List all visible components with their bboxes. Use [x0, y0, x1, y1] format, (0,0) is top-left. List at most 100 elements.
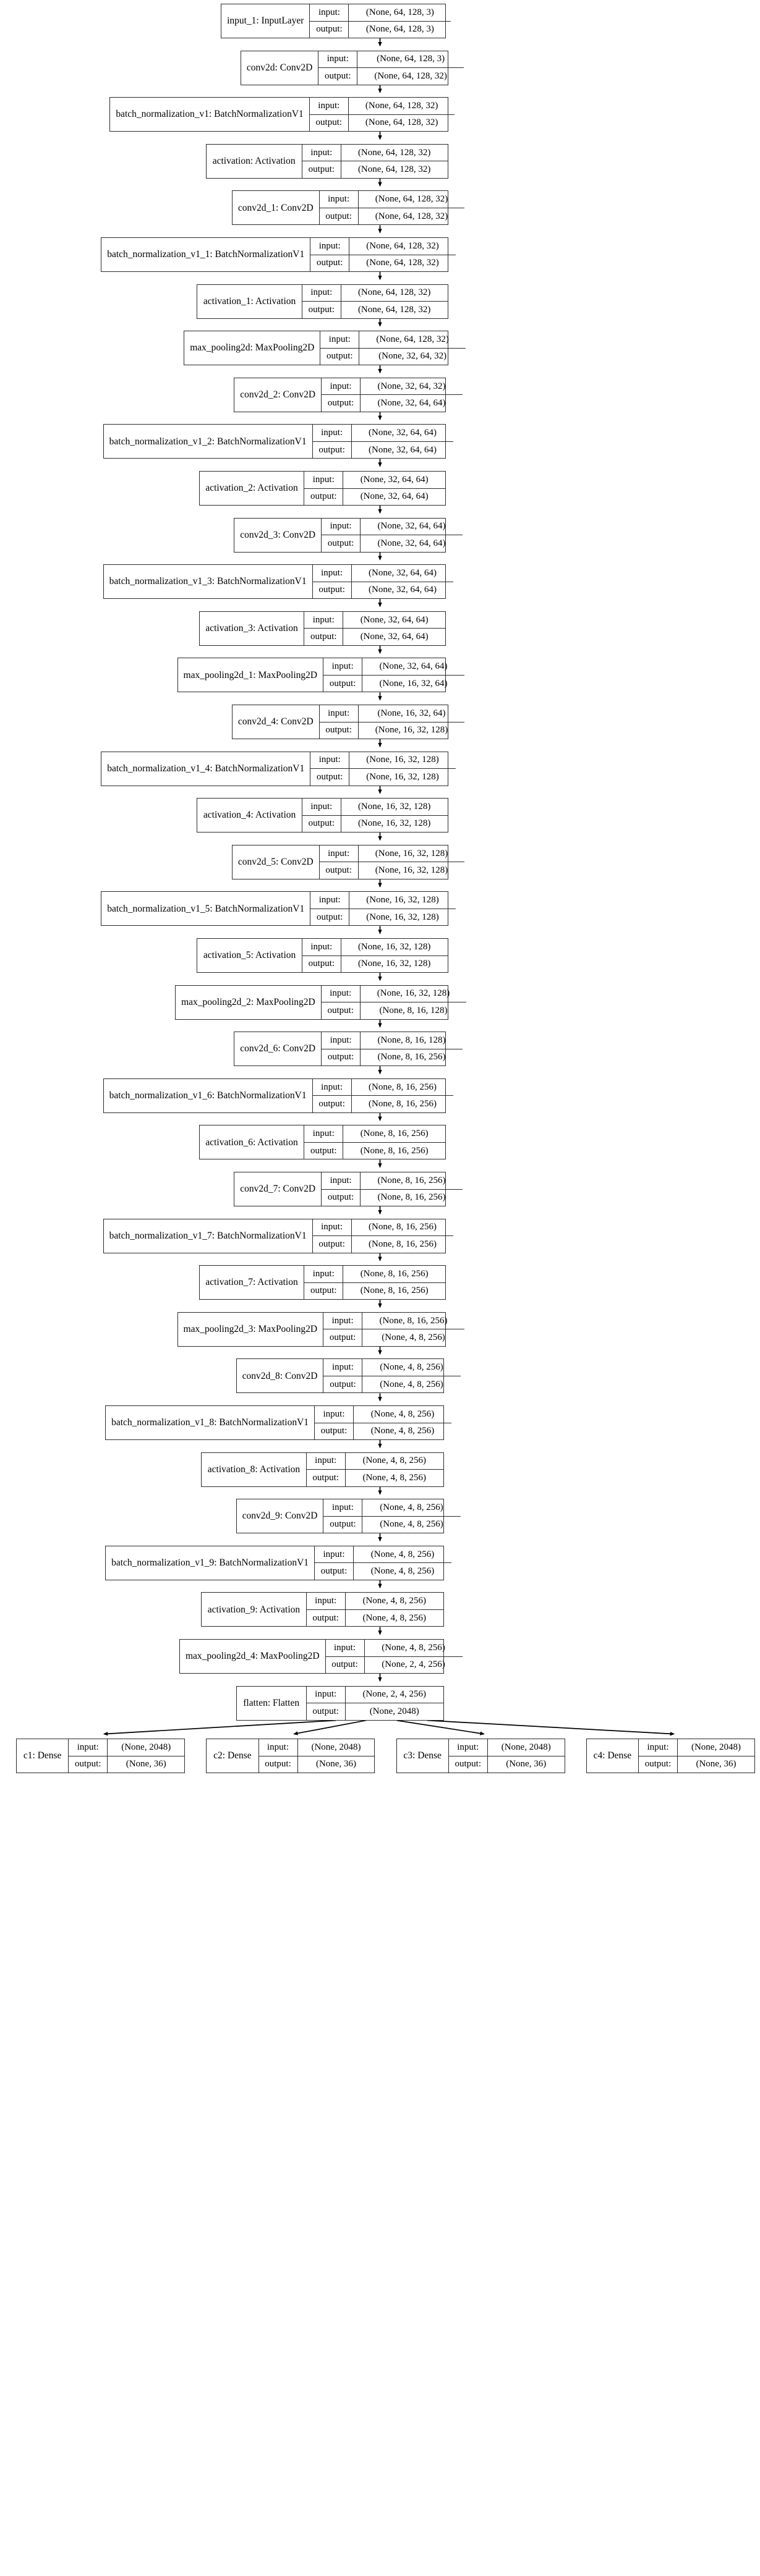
edge-flatten-to-c2 — [293, 1719, 367, 1735]
edge-flatten-to-c3 — [396, 1719, 485, 1735]
layer-input-row: input:(None, 32, 64, 64) — [313, 425, 454, 441]
layer-name: activation_7: Activation — [205, 1277, 298, 1288]
layer-output-row: output:(None, 32, 64, 64) — [312, 441, 454, 459]
layer-name: batch_normalization_v1_4: BatchNormaliza… — [107, 763, 305, 774]
layer-input-label: input: — [267, 1742, 289, 1752]
layer-output-label: output: — [318, 444, 345, 455]
layer-output-row: output:(None, 32, 64, 64) — [322, 535, 463, 552]
layer-input-row: input:(None, 4, 8, 256) — [315, 1546, 451, 1563]
layer-input-shape: (None, 4, 8, 256) — [364, 1640, 463, 1656]
layer-node-batch_normalization_v1_3[interactable]: batch_normalization_v1_3: BatchNormaliza… — [103, 564, 454, 600]
layer-node-batch_normalization_v1_1[interactable]: batch_normalization_v1_1: BatchNormaliza… — [101, 237, 456, 272]
layer-io-table: input:(None, 4, 8, 256)output:(None, 4, … — [314, 1546, 452, 1580]
layer-io-table: input:(None, 32, 64, 64)output:(None, 32… — [312, 425, 454, 459]
layer-input-row: input:(None, 16, 32, 128) — [322, 985, 467, 1002]
layer-input-row: input:(None, 64, 128, 3) — [318, 51, 464, 68]
layer-io-table: input:(None, 2048)output:(None, 36) — [638, 1739, 754, 1773]
layer-io-table: input:(None, 32, 64, 64)output:(None, 16… — [323, 658, 464, 692]
layer-output-label: output: — [325, 865, 352, 876]
layer-io-table: input:(None, 8, 16, 256)output:(None, 8,… — [304, 1125, 446, 1159]
layer-node-batch_normalization_v1_8[interactable]: batch_normalization_v1_8: BatchNormaliza… — [105, 1405, 452, 1440]
layer-input-shape: (None, 32, 64, 64) — [351, 565, 454, 582]
layer-input-row: input:(None, 64, 128, 32) — [320, 191, 465, 208]
layer-input-shape: (None, 64, 128, 32) — [357, 191, 465, 208]
layer-input-row: input:(None, 8, 16, 256) — [313, 1078, 454, 1096]
layer-output-label: output: — [318, 1239, 345, 1249]
layer-output-label: output: — [75, 1759, 101, 1769]
layer-input-row: input:(None, 16, 32, 128) — [302, 939, 448, 955]
layer-output-row: output:(None, 64, 128, 32) — [319, 207, 465, 225]
layer-io-table: input:(None, 4, 8, 256)output:(None, 4, … — [323, 1499, 461, 1533]
layer-output-shape: (None, 64, 128, 32) — [348, 114, 455, 132]
layer-output-label: output: — [308, 304, 335, 315]
layer-output-label: output: — [316, 912, 343, 922]
layer-name: conv2d: Conv2D — [246, 62, 313, 73]
layer-output-shape: (None, 16, 32, 128) — [340, 955, 448, 972]
layer-node-activation_7[interactable]: activation_7: Activation input: (None, 8, … — [199, 1265, 446, 1300]
layer-node-batch_normalization_v1_9[interactable]: batch_normalization_v1_9: BatchNormaliza… — [105, 1545, 452, 1580]
layer-input-shape: (None, 4, 8, 256) — [353, 1406, 451, 1423]
layer-node-conv2d[interactable]: conv2d: Conv2D input:(None, 64, 128, 3) ou… — [240, 50, 464, 85]
layer-node-batch_normalization_v1_5[interactable]: batch_normalization_v1_5: BatchNormaliza… — [101, 891, 456, 926]
layer-name: conv2d_9: Conv2D — [242, 1510, 318, 1522]
layer-node-batch_normalization_v1[interactable]: batch_normalization_v1: BatchNormalizati… — [109, 97, 455, 132]
layer-input-label: input: — [312, 1268, 335, 1279]
layer-io-table: input:(None, 32, 64, 64)output:(None, 32… — [312, 565, 454, 599]
layer-output-label: output: — [325, 211, 352, 221]
layer-node-batch_normalization_v1_4[interactable]: batch_normalization_v1_4: BatchNormaliza… — [101, 751, 456, 786]
layer-io-table: input:(None, 16, 32, 128)output:(None, 8… — [320, 985, 467, 1019]
layer-input-row: input:(None, 16, 32, 128) — [302, 799, 448, 815]
layer-node-activation_4[interactable]: activation_4: Activation input:(None, 16,… — [197, 798, 448, 833]
layer-output-row: output:(None, 32, 64, 64) — [312, 581, 454, 599]
layer-input-shape: (None, 8, 16, 256) — [351, 1078, 454, 1096]
layer-node-conv2d_9[interactable]: conv2d_9: Conv2D input:(None, 4, 8, 256)o… — [236, 1499, 461, 1534]
layer-node-batch_normalization_v1_7[interactable]: batch_normalization_v1_7: BatchNormaliza… — [103, 1218, 454, 1253]
layer-node-batch_normalization_v1_2[interactable]: batch_normalization_v1_2: BatchNormaliza… — [103, 424, 454, 459]
layer-node-batch_normalization_v1_6[interactable]: batch_normalization_v1_6: BatchNormaliza… — [103, 1078, 454, 1113]
layer-name: max_pooling2d: MaxPooling2D — [190, 342, 315, 354]
layer-input-row: input:(None, 64, 128, 32) — [302, 144, 448, 161]
layer-input-label: input: — [310, 941, 333, 952]
layer-output-shape: (None, 4, 8, 256) — [353, 1563, 451, 1580]
layer-input-shape: (None, 8, 16, 256) — [343, 1266, 445, 1282]
layer-io-table: input:(None, 64, 128, 3)output:(None, 64… — [309, 4, 451, 38]
layer-output-label: output: — [325, 70, 351, 81]
layer-name: activation_4: Activation — [203, 810, 296, 821]
layer-input-row: input:(None, 64, 128, 32) — [310, 98, 455, 114]
layer-input-shape: (None, 16, 32, 128) — [359, 985, 467, 1002]
layer-io-table: input:(None, 16, 32, 128)output:(None, 1… — [310, 892, 456, 926]
layer-io-table: input:(None, 8, 16, 256)output:(None, 4,… — [323, 1312, 464, 1346]
layer-output-label: output: — [329, 678, 356, 688]
layer-output-label: output: — [265, 1759, 291, 1769]
layer-input-label: input: — [77, 1742, 99, 1752]
layer-input-row: input:(None, 2048) — [639, 1739, 754, 1756]
layer-name: batch_normalization_v1_7: BatchNormaliza… — [109, 1230, 307, 1241]
